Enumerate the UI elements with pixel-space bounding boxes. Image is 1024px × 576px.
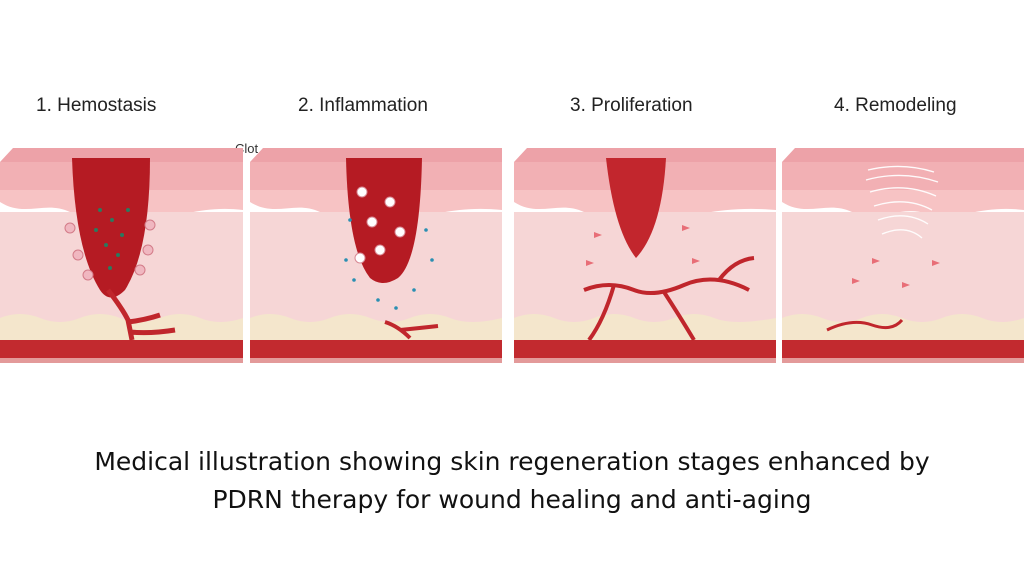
caption-line-2: PDRN therapy for wound healing and anti-… xyxy=(212,485,812,514)
remodeling-panel xyxy=(782,140,1024,368)
hemostasis-panel xyxy=(0,140,243,368)
stage-3-title: 3. Proliferation xyxy=(570,95,693,116)
proliferation-panel xyxy=(514,140,776,368)
caption: Medical illustration showing skin regene… xyxy=(0,443,1024,519)
stage-1-title: 1. Hemostasis xyxy=(36,95,157,116)
stage-4-title: 4. Remodeling xyxy=(834,95,957,116)
inflammation-panel xyxy=(250,140,502,368)
stage-2-title: 2. Inflammation xyxy=(298,95,428,116)
caption-line-1: Medical illustration showing skin regene… xyxy=(94,447,930,476)
